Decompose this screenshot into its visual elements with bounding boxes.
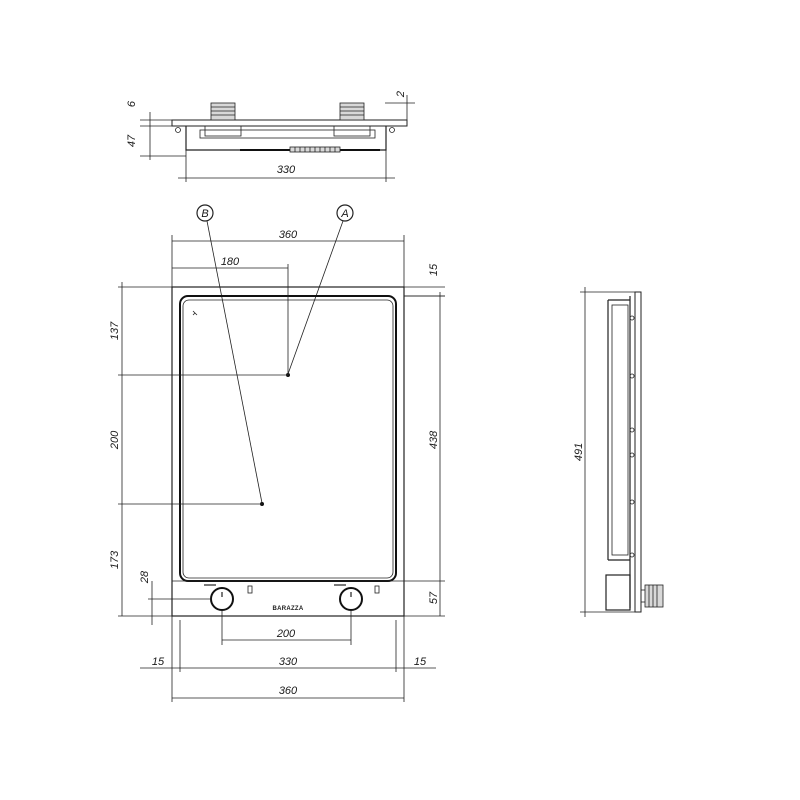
dim-bottom-margin: 57 (428, 591, 440, 604)
dim-zone-top-offset: 137 (109, 321, 121, 340)
dim-top-right-small: 2 (395, 91, 407, 98)
mount-screw-right (389, 127, 395, 133)
dim-knob-center-width: 180 (221, 256, 240, 268)
knob-left (204, 584, 253, 611)
dim-total-depth: 438 (428, 430, 440, 449)
knob-right (334, 584, 380, 611)
mount-screw-left (175, 127, 181, 133)
dim-knob-spacing: 200 (276, 628, 296, 640)
dim-top-height-small: 6 (126, 100, 138, 107)
dim-inner-width: 330 (279, 656, 298, 668)
dim-overall-width-bottom: 360 (279, 685, 298, 697)
side-knob (641, 584, 664, 608)
dim-zone-spacing: 200 (109, 430, 121, 450)
callout-a: A (287, 204, 354, 375)
callout-b-label: B (201, 208, 208, 220)
callout-b: B (196, 204, 263, 504)
dim-bottom-offset: 173 (109, 550, 121, 569)
corner-marker-icon (192, 310, 198, 316)
inner-chassis (199, 129, 376, 139)
dim-top-width: 330 (277, 164, 296, 176)
side-knob-body (605, 574, 631, 611)
callout-a-label: A (340, 208, 348, 220)
dim-right-margin-top: 15 (428, 263, 440, 276)
dim-left-margin: 15 (152, 656, 165, 668)
side-view: 491 (573, 287, 664, 617)
glass-top-plate (171, 119, 408, 127)
brand-logo-text: BARAZZA (272, 606, 303, 612)
dim-top-height-large: 47 (126, 134, 138, 147)
side-body (607, 296, 631, 608)
dim-overall-width-top: 360 (279, 229, 298, 241)
plan-view: BARAZZA 360 180 15 137 200 173 28 438 57 (109, 229, 445, 702)
dim-side-height: 491 (573, 443, 585, 461)
dim-knob-offset: 28 (139, 570, 151, 584)
top-elevation-view: 6 47 2 330 (126, 91, 415, 182)
vent-slots (289, 146, 341, 153)
knob-top-view-left (204, 102, 242, 137)
side-glass-edge (634, 291, 642, 613)
knob-top-view-right (333, 102, 371, 137)
dim-right-margin: 15 (414, 656, 427, 668)
